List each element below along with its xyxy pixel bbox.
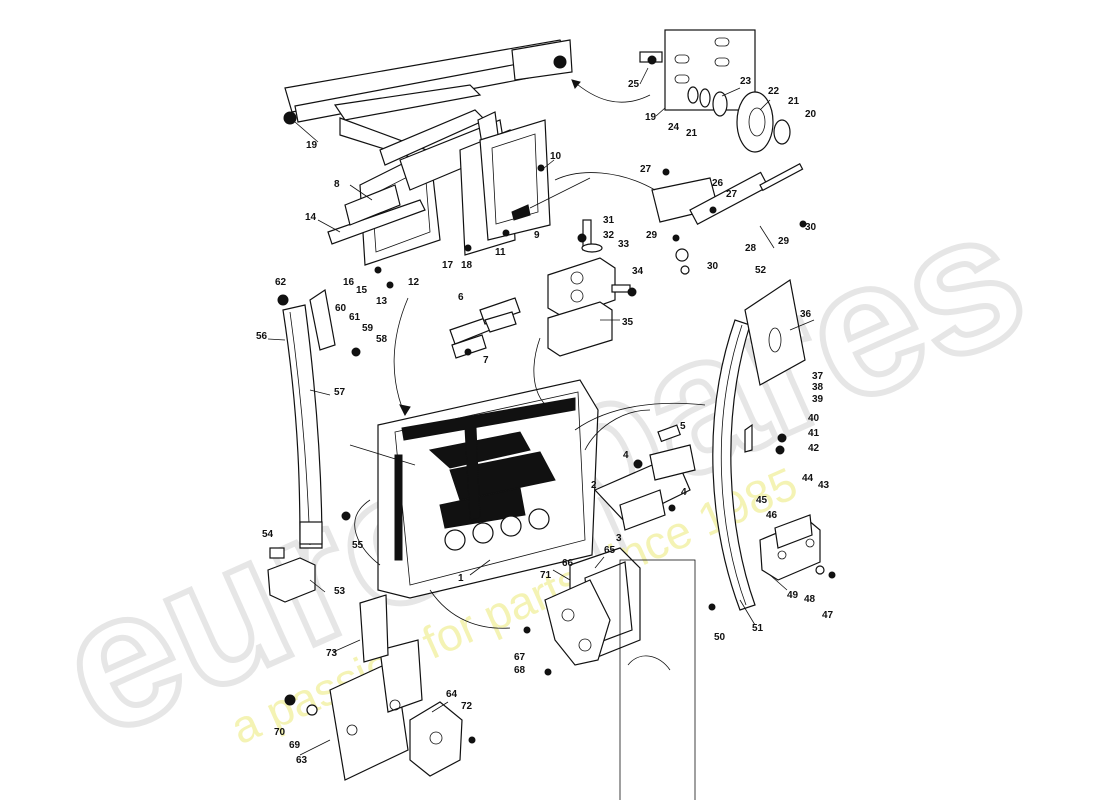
part-callouts: 1 2 3 4 4 5 6 7 8 9 10 11 12 13 14 15 16…: [256, 76, 834, 766]
callout-14: 14: [305, 212, 317, 223]
callout-9: 9: [534, 230, 540, 241]
fasteners: [277, 55, 836, 744]
callout-48: 48: [804, 594, 816, 605]
callout-43: 43: [818, 480, 830, 491]
callout-67: 67: [514, 652, 526, 663]
callout-34: 34: [632, 266, 644, 277]
callout-35: 35: [622, 317, 634, 328]
callout-40: 40: [808, 413, 820, 424]
callout-70: 70: [274, 727, 286, 738]
callout-11: 11: [495, 247, 506, 258]
callout-46: 46: [766, 510, 778, 521]
assembly-arrows: [349, 297, 651, 629]
callout-51: 51: [752, 623, 764, 634]
callout-28: 28: [745, 243, 757, 254]
window-regulator-assembly: [283, 39, 591, 266]
callout-59: 59: [362, 323, 374, 334]
callout-73: 73: [326, 648, 338, 659]
callout-21a: 21: [788, 96, 800, 107]
callout-44: 44: [802, 473, 814, 484]
callout-41: 41: [808, 428, 820, 439]
callout-38: 38: [812, 382, 824, 393]
callout-33: 33: [618, 239, 630, 250]
callout-39: 39: [812, 394, 824, 405]
callout-65: 65: [604, 545, 616, 556]
callout-25: 25: [628, 79, 640, 90]
callout-63: 63: [296, 755, 308, 766]
callout-1: 1: [458, 573, 464, 584]
clip-plates: [449, 297, 521, 359]
callout-53: 53: [334, 586, 346, 597]
callout-61: 61: [349, 312, 361, 323]
callout-62: 62: [275, 277, 287, 288]
left-window-channel: [282, 288, 336, 549]
callout-42: 42: [808, 443, 820, 454]
callout-26: 26: [712, 178, 724, 189]
right-bracket: [759, 514, 821, 581]
callout-8: 8: [334, 179, 340, 190]
latch-blocks: [547, 219, 631, 357]
callout-21b: 21: [686, 128, 698, 139]
callout-60: 60: [335, 303, 347, 314]
callout-72: 72: [461, 701, 473, 712]
callout-27a: 27: [640, 164, 652, 175]
callout-24: 24: [668, 122, 680, 133]
callout-47: 47: [822, 610, 834, 621]
callout-12: 12: [408, 277, 420, 288]
right-window-channel: [712, 278, 806, 611]
callout-52: 52: [755, 265, 767, 276]
callout-29a: 29: [646, 230, 658, 241]
callout-16: 16: [343, 277, 355, 288]
callout-36: 36: [800, 309, 812, 320]
window-motor-assembly: [571, 29, 791, 153]
callout-45: 45: [756, 495, 768, 506]
callout-71: 71: [540, 570, 552, 581]
callout-27b: 27: [726, 189, 738, 200]
callout-31: 31: [603, 215, 615, 226]
callout-10: 10: [550, 151, 562, 162]
callout-23: 23: [740, 76, 752, 87]
callout-leaders: [267, 67, 815, 756]
callout-69: 69: [289, 740, 301, 751]
callout-64: 64: [446, 689, 458, 700]
callout-68: 68: [514, 665, 526, 676]
callout-3: 3: [616, 533, 622, 544]
callout-13: 13: [376, 296, 388, 307]
callout-57: 57: [334, 387, 346, 398]
callout-56: 56: [256, 331, 268, 342]
callout-66: 66: [562, 558, 574, 569]
callout-18: 18: [461, 260, 473, 271]
callout-50: 50: [714, 632, 726, 643]
callout-30b: 30: [707, 261, 719, 272]
callout-15: 15: [356, 285, 368, 296]
callout-22: 22: [768, 86, 780, 97]
callout-19a: 19: [306, 140, 318, 151]
callout-37: 37: [812, 371, 824, 382]
callout-5: 5: [680, 421, 686, 432]
lower-hinge-assembly: [329, 547, 696, 800]
callout-19b: 19: [645, 112, 657, 123]
callout-20: 20: [805, 109, 817, 120]
callout-4a: 4: [623, 450, 629, 461]
callout-7: 7: [483, 355, 489, 366]
callout-30a: 30: [805, 222, 817, 233]
callout-32: 32: [603, 230, 615, 241]
callout-29b: 29: [778, 236, 790, 247]
callout-4b: 4: [681, 487, 687, 498]
callout-6: 6: [458, 292, 464, 303]
callout-58: 58: [376, 334, 388, 345]
callout-49: 49: [787, 590, 799, 601]
callout-55: 55: [352, 540, 364, 551]
left-bracket: [267, 547, 316, 603]
callout-2: 2: [591, 480, 597, 491]
callout-54: 54: [262, 529, 274, 540]
door-hinges: [574, 402, 706, 531]
door-shell: [377, 379, 599, 599]
gas-strut-assembly: [554, 163, 804, 275]
callout-17: 17: [442, 260, 454, 271]
